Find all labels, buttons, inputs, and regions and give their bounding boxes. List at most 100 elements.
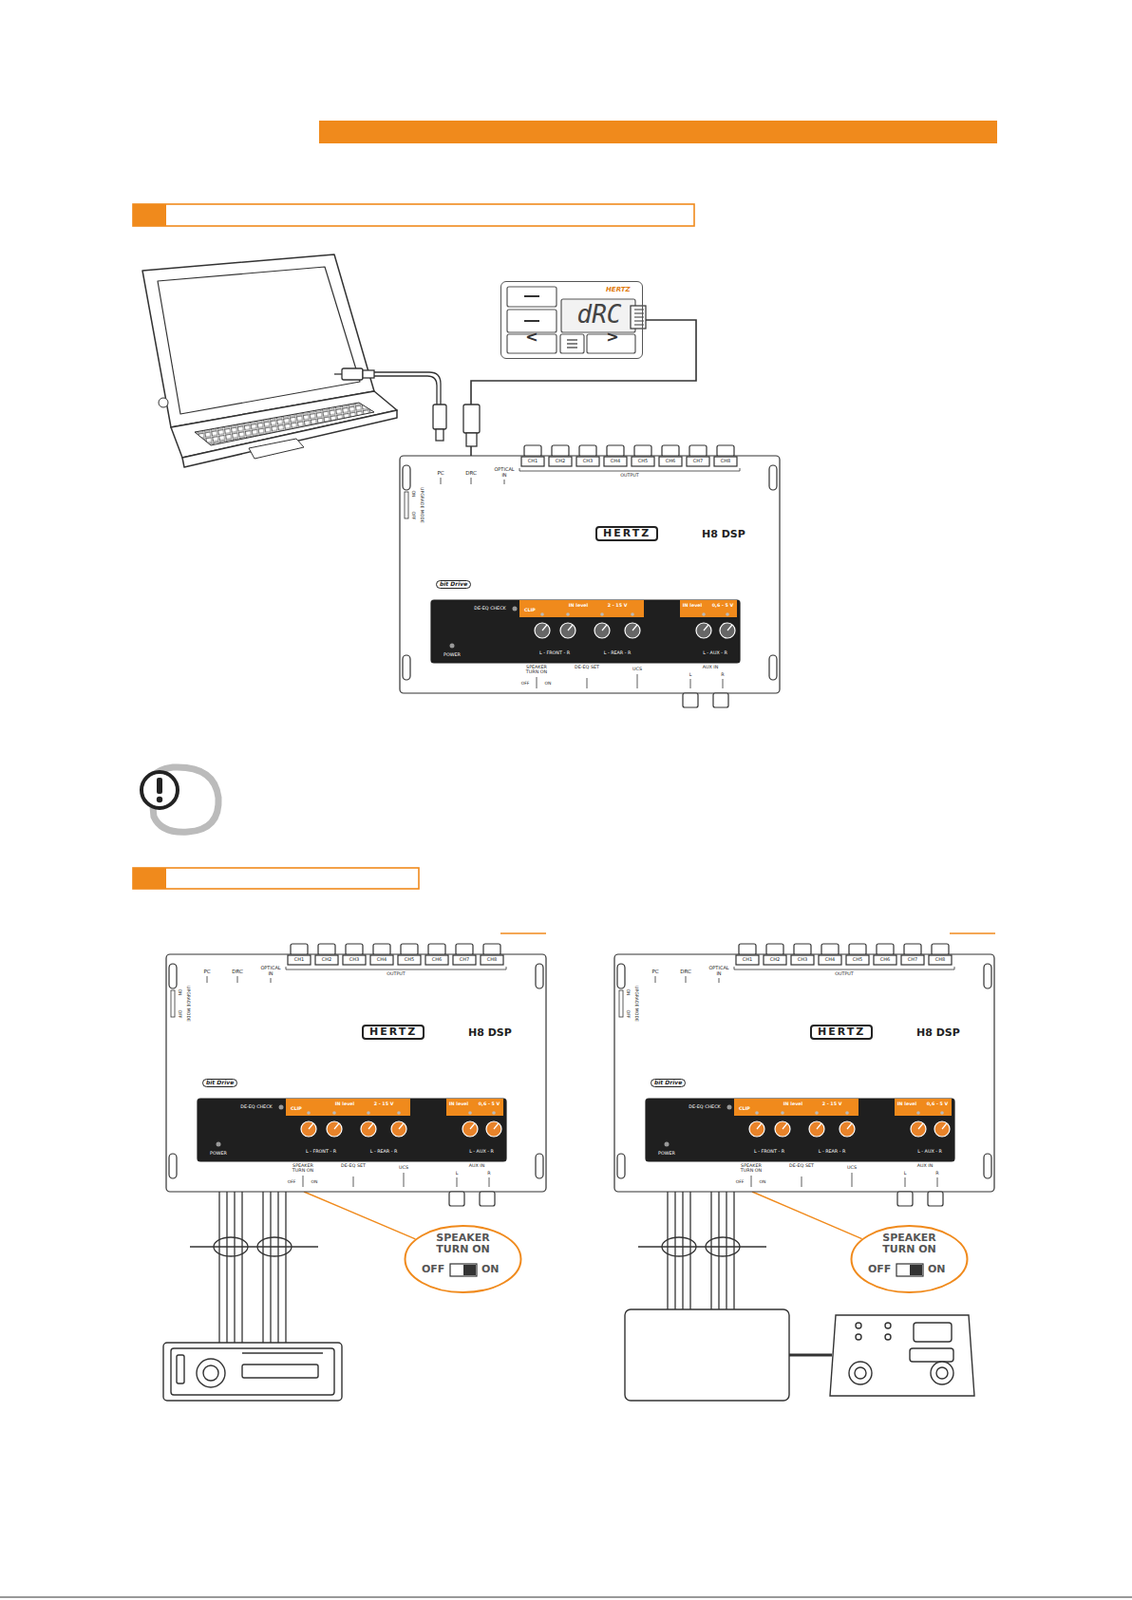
panel-label: ON [311,1180,319,1186]
level-band [519,600,644,618]
bundle-tie [661,1237,697,1257]
clip-led [468,1111,472,1115]
level-band [285,1098,411,1116]
output-jack [738,943,756,956]
port-tick [237,976,239,983]
panel-label: ON [759,1180,767,1186]
panel-label: IN level [783,1101,803,1107]
panel-label: CH7 [459,957,470,963]
panel-label: L - FRONT - R [754,1149,785,1154]
dsp-body [614,954,995,1192]
knob-pointer [942,1123,947,1130]
output-jack [428,943,446,956]
panel-label: UCS [632,666,642,672]
panel-label: IN level [449,1101,469,1107]
panel-label: ON [410,490,416,497]
panel-label: POWER [209,1150,227,1156]
level-band [734,1098,859,1116]
clip-led [780,1111,785,1115]
model-name: H8 DSP [468,1027,512,1039]
panel-label: L - FRONT - R [305,1149,337,1154]
panel-label: CH5 [404,957,415,963]
panel-label: CH5 [638,458,648,465]
panel-label: DE-EQ CHECK [473,605,506,611]
level-knob [560,622,576,639]
panel-label: CH1 [742,957,753,963]
level-band [894,1098,952,1116]
panel-label: 0,6 - 5 V [926,1101,949,1107]
callout-ring [405,1226,522,1293]
control-tick [937,1177,939,1188]
panel-label: CH6 [432,957,442,963]
panel-label: ON [545,681,552,687]
knob-pointer [602,624,607,631]
panel-label: DE-EQ SET [574,664,600,670]
dsp-body [399,455,780,694]
bundle-tie [213,1237,248,1257]
wire [689,1191,691,1310]
panel-label: L - FRONT - R [539,650,570,656]
clip-led [814,1111,819,1115]
port-tick [504,479,506,485]
panel-label: 2 - 15 V [374,1101,395,1107]
panel-label: ON [176,988,182,996]
level-knob [910,1121,926,1137]
output-jack [793,943,812,956]
panel-label: HERTZ [361,1024,425,1040]
remote-buttons [507,286,646,354]
head-unit [163,1342,342,1401]
switch-position: OFF [421,1264,445,1276]
panel-label: OUTPUT [834,971,854,977]
wire [666,1191,668,1310]
output-jack [931,943,949,956]
channel-box [659,456,682,467]
knob-pointer [727,624,733,631]
control-panel [431,600,740,663]
switch-position: OFF [867,1264,891,1276]
panel-label: L [455,1170,459,1176]
dsp-body [166,954,547,1192]
channel-box [603,456,627,467]
knob-pointer [703,624,709,631]
knob-pointer [918,1123,924,1130]
control-tick [722,679,724,689]
panel-label: CLIP [738,1106,751,1112]
mount-slot [983,963,992,989]
output-jack [318,943,336,956]
rca-jack [449,1191,465,1207]
channel-box [735,955,759,965]
panel-label: DRC [679,968,692,975]
model-name: H8 DSP [916,1027,961,1039]
button-symbol: < [525,328,538,346]
rca-jack [713,693,729,708]
panel-label: CH7 [693,458,703,465]
channel-box [846,955,869,965]
panel-label: UCS [398,1165,409,1170]
clip-led [396,1111,401,1115]
output-jack [716,445,735,457]
channel-box [397,955,421,965]
wire [284,1191,286,1343]
panel-label: CH8 [720,458,731,465]
panel-label: CLIP [524,607,536,613]
control-tick [637,674,639,689]
panel-label: ON [624,988,630,996]
laptop [142,254,397,468]
port-tick [655,976,657,983]
mount-slot [769,655,777,680]
knob-pointer [470,1123,475,1130]
mount-slot [617,1153,625,1179]
panel-label: PC [436,470,444,476]
clip-led [630,612,635,617]
rca-jack [897,1191,913,1207]
panel-label: DE-EQ CHECK [240,1104,272,1110]
panel-label: 0,6 - 5 V [478,1101,501,1107]
knob-pointer [632,624,638,631]
orange-rule [949,932,996,935]
upgrade-switch [404,491,409,519]
output-jack [849,943,867,956]
channel-box [686,456,710,467]
level-knob [594,622,610,639]
output-jack [373,943,391,956]
panel-label: CLIP [290,1106,302,1112]
